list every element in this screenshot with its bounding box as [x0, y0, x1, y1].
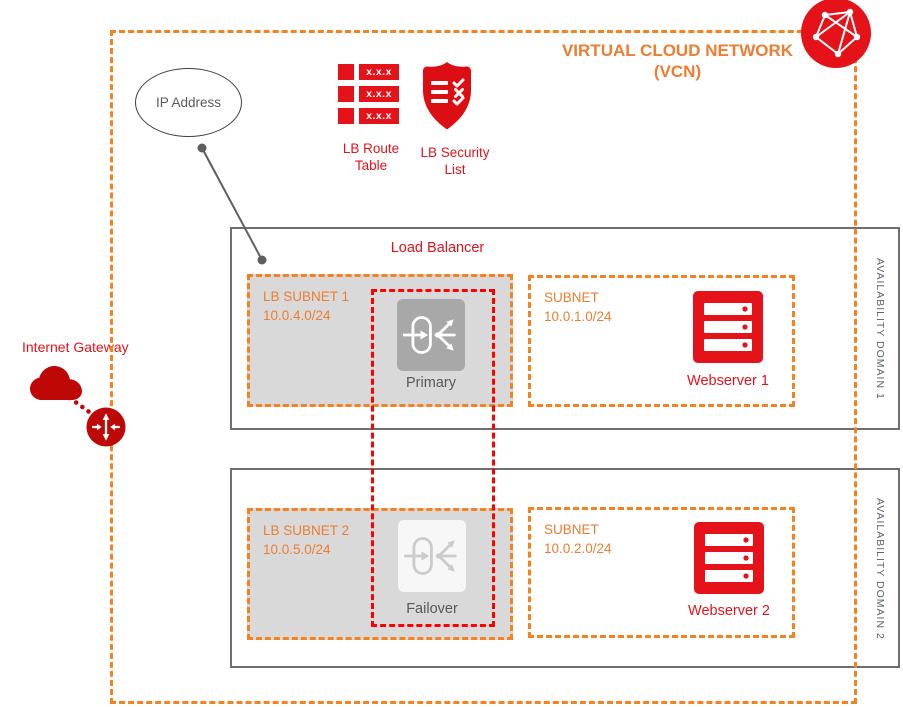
lb-security-list-label: LB Security List	[420, 145, 490, 177]
vcn-title-line2: (VCN)	[653, 62, 702, 81]
lb-subnet-2-cidr: 10.0.5.0/24	[263, 541, 331, 557]
vcn-title: VIRTUAL CLOUD NETWORK (VCN)	[550, 40, 805, 82]
vcn-title-line1: VIRTUAL CLOUD NETWORK	[561, 41, 794, 60]
lb-subnet-1-name: LB SUBNET 1	[263, 289, 350, 304]
vcn-network-icon	[801, 0, 871, 68]
ip-address-label: IP Address	[155, 95, 222, 110]
route-square-icon	[338, 64, 354, 80]
route-table-row: x.x.x	[338, 108, 399, 124]
lb-subnet-1-cidr: 10.0.4.0/24	[263, 307, 331, 323]
lb-subnet-1-box: LB SUBNET 1 10.0.4.0/24	[247, 274, 513, 407]
availability-domain-2-label: AVAILABILITY DOMAIN 2	[874, 498, 886, 640]
route-square-icon	[338, 108, 354, 124]
webserver-1-label: Webserver 1	[687, 373, 769, 389]
failover-label: Failover	[406, 601, 458, 617]
load-balancer-title: Load Balancer	[390, 240, 485, 256]
lb-route-table-icon: x.x.x x.x.x x.x.x	[338, 64, 399, 124]
cloud-icon	[28, 364, 84, 402]
subnet-1-cidr: 10.0.1.0/24	[544, 308, 612, 324]
route-table-row: x.x.x	[338, 86, 399, 102]
primary-label: Primary	[406, 375, 456, 391]
webserver-2-icon	[694, 522, 764, 594]
internet-gateway-label: Internet Gateway	[22, 339, 129, 355]
lb-subnet-2-box: LB SUBNET 2 10.0.5.0/24	[247, 508, 513, 640]
lb-route-table-label: LB Route Table	[342, 141, 400, 173]
webserver-1-icon	[693, 291, 763, 363]
route-entry: x.x.x	[359, 86, 399, 102]
internet-gateway-icon	[86, 407, 126, 447]
route-table-row: x.x.x	[338, 64, 399, 80]
load-balancer-failover-icon	[398, 520, 466, 592]
lb-security-list-shield-icon	[418, 60, 476, 132]
subnet-2-name: SUBNET	[544, 522, 599, 537]
route-square-icon	[338, 86, 354, 102]
lb-subnet-2-name: LB SUBNET 2	[263, 523, 350, 538]
load-balancer-primary-icon	[397, 299, 465, 371]
route-entry: x.x.x	[359, 108, 399, 124]
subnet-1-name: SUBNET	[544, 290, 599, 305]
ip-address-node: IP Address	[135, 68, 242, 137]
route-entry: x.x.x	[359, 64, 399, 80]
webserver-2-label: Webserver 2	[688, 603, 770, 619]
availability-domain-1-label: AVAILABILITY DOMAIN 1	[874, 258, 886, 400]
subnet-2-cidr: 10.0.2.0/24	[544, 540, 612, 556]
